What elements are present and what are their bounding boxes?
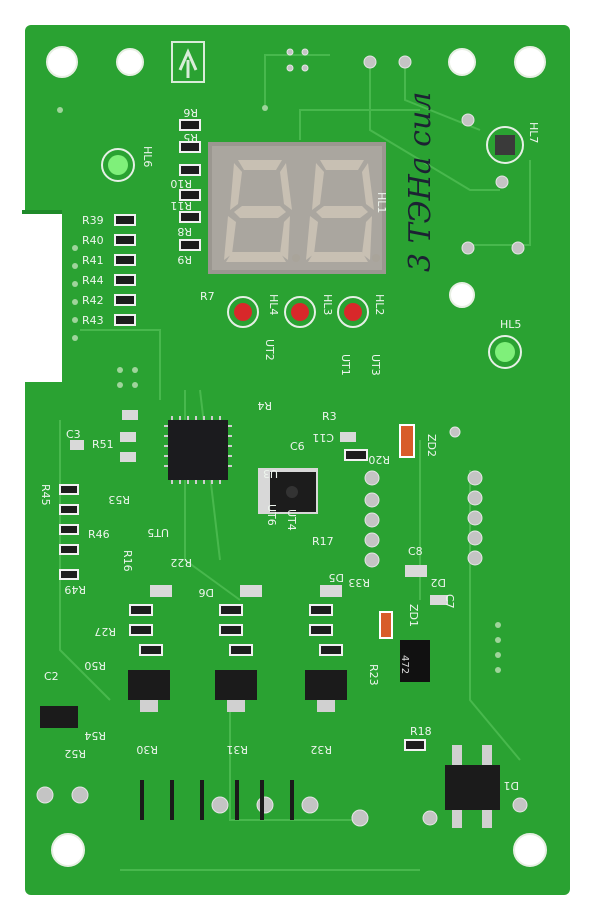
chip-label-zd2: ZD2 — [425, 434, 438, 457]
seven-segment-display — [208, 142, 386, 274]
res-label-r7: R7 — [200, 290, 215, 303]
led-label-hl3: HL3 — [321, 294, 334, 315]
res-label-r4: R4 — [257, 399, 272, 412]
chip-marking-472: 472 — [399, 655, 410, 674]
res-label-r50: R50 — [84, 659, 106, 672]
chip-label-ut6: UT6 — [265, 504, 278, 526]
solder-pads — [36, 48, 528, 827]
chip-label-zd1: ZD1 — [407, 604, 420, 627]
res-label-r6: R6 — [183, 106, 198, 119]
res-label-r44: R44 — [82, 274, 104, 287]
res-label-r53: R53 — [108, 493, 130, 506]
res-label-r31: R31 — [226, 743, 248, 756]
res-label-r41: R41 — [82, 254, 104, 267]
mounting-holes — [46, 46, 547, 867]
chip-label-ut2: UT2 — [263, 339, 276, 361]
res-label-r8: R8 — [177, 225, 192, 238]
res-label-r10: R10 — [170, 177, 192, 190]
res-label-r27: R27 — [94, 625, 116, 638]
voltage-regulator — [258, 468, 318, 514]
chip-label-c8: C8 — [408, 545, 423, 558]
chip-label-c2: C2 — [44, 670, 59, 683]
chip-label-d6: D6 — [199, 586, 214, 599]
chip-label-d5: D5 — [329, 571, 344, 584]
vias — [57, 105, 501, 673]
res-label-r39: R39 — [82, 214, 104, 227]
led-label-hl4: HL4 — [267, 294, 280, 315]
led-label-hl7: HL7 — [527, 122, 540, 143]
chip-label-c7: C7 — [443, 594, 456, 609]
smd-resistors — [59, 119, 448, 751]
leds — [101, 126, 524, 369]
res-label-r9: R9 — [177, 253, 192, 266]
res-label-r5: R5 — [183, 131, 198, 144]
res-label-r22: R22 — [170, 556, 192, 569]
res-label-r54: R54 — [84, 729, 106, 742]
microcontroller — [164, 416, 232, 484]
handwritten-note: 3 ТЭНа сил — [403, 92, 438, 272]
res-label-r43: R43 — [82, 314, 104, 327]
res-label-r52: R52 — [64, 747, 86, 760]
res-label-r16: R16 — [121, 550, 134, 572]
led-label-hl2: HL2 — [373, 294, 386, 315]
res-label-r40: R40 — [82, 234, 104, 247]
board-notch — [20, 212, 62, 382]
res-label-r49: R49 — [64, 583, 86, 596]
res-label-r23: R23 — [367, 664, 380, 686]
display-label: HL1 — [375, 192, 388, 213]
transistor-packages — [40, 640, 500, 810]
chip-label-ut3: UT3 — [369, 354, 382, 376]
chip-label-d2: D2 — [431, 576, 446, 589]
res-label-r46: R46 — [88, 528, 110, 541]
led-label-hl5: HL5 — [500, 318, 521, 331]
chip-label-c11: C11 — [312, 431, 334, 444]
res-label-r3: R3 — [322, 410, 337, 423]
res-label-r18: R18 — [410, 725, 432, 738]
res-label-r20: R20 — [368, 453, 390, 466]
res-label-r51: R51 — [92, 438, 114, 451]
res-label-r33: R33 — [348, 576, 370, 589]
chip-label-ut5: UT5 — [147, 526, 169, 539]
res-label-r32: R32 — [310, 743, 332, 756]
chip-label-c3: C3 — [66, 428, 81, 441]
logo-mark — [171, 41, 205, 83]
res-label-r42: R42 — [82, 294, 104, 307]
connector-strips — [140, 780, 294, 820]
res-label-r30: R30 — [136, 743, 158, 756]
led-label-hl6: HL6 — [141, 146, 154, 167]
chip-label-d1: D1 — [504, 779, 519, 792]
chip-label-ut1: UT1 — [339, 354, 352, 376]
chip-label-ut4: UT4 — [285, 509, 298, 531]
chip-label-c6: C6 — [290, 440, 305, 453]
res-label-r45: R45 — [39, 484, 52, 506]
res-label-r11: R11 — [170, 199, 192, 212]
res-label-r17: R17 — [312, 535, 334, 548]
chip-label-u3: U3 — [263, 467, 278, 480]
